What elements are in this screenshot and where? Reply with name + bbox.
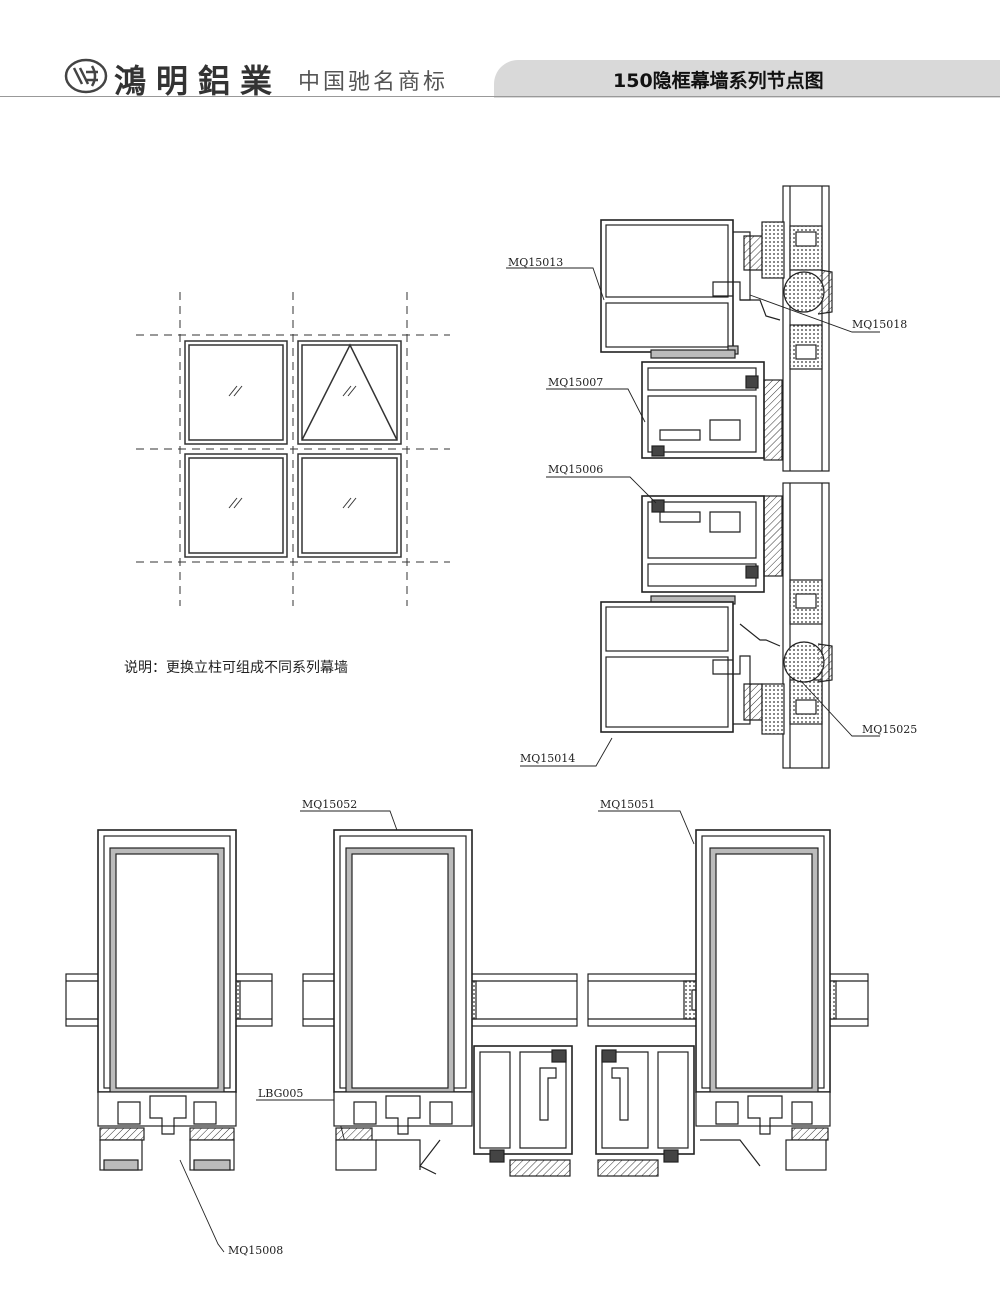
vertical-section	[600, 185, 833, 769]
page-header: 鴻明鋁業 中国驰名商标 150隐框幕墙系列节点图	[0, 0, 1000, 100]
label-mq15006: MQ15006	[548, 463, 603, 476]
profile-mq15013	[600, 219, 785, 355]
profile-mq15014	[600, 601, 785, 735]
label-mq15008: MQ15008	[228, 1244, 283, 1257]
label-mq15014: MQ15014	[520, 752, 575, 765]
label-mq15007: MQ15007	[548, 376, 603, 389]
glass-unit-lower	[782, 482, 830, 769]
profile-mq15006	[641, 495, 783, 593]
glass-hatch-icon	[228, 385, 357, 509]
brand-seal-icon	[64, 58, 108, 94]
label-mq15025: MQ15025	[862, 723, 917, 736]
mullion-mq15051	[695, 829, 831, 1171]
elevation-diagram	[136, 292, 450, 606]
mullion-centre-left	[473, 1045, 573, 1177]
explanatory-note: 说明：更换立柱可组成不同系列幕墙	[124, 660, 348, 676]
label-mq15052: MQ15052	[302, 798, 357, 811]
horizontal-sections	[65, 829, 869, 1177]
brand-name: 鴻明鋁業	[114, 62, 283, 100]
label-mq15018: MQ15018	[852, 318, 907, 331]
page-title: 150隐框幕墙系列节点图	[613, 70, 824, 92]
mullion-centre-right	[595, 1045, 695, 1177]
header-divider	[0, 96, 1000, 97]
brand-slogan: 中国驰名商标	[298, 70, 449, 95]
title-tab	[494, 60, 1000, 98]
mullion-mq15052	[333, 829, 473, 1175]
label-mq15013: MQ15013	[508, 256, 563, 269]
label-mq15051: MQ15051	[600, 798, 655, 811]
profile-mq15007	[641, 361, 783, 461]
glass-unit-upper	[782, 185, 830, 472]
label-lbg005: LBG005	[258, 1087, 303, 1100]
mullion-left	[97, 829, 237, 1171]
